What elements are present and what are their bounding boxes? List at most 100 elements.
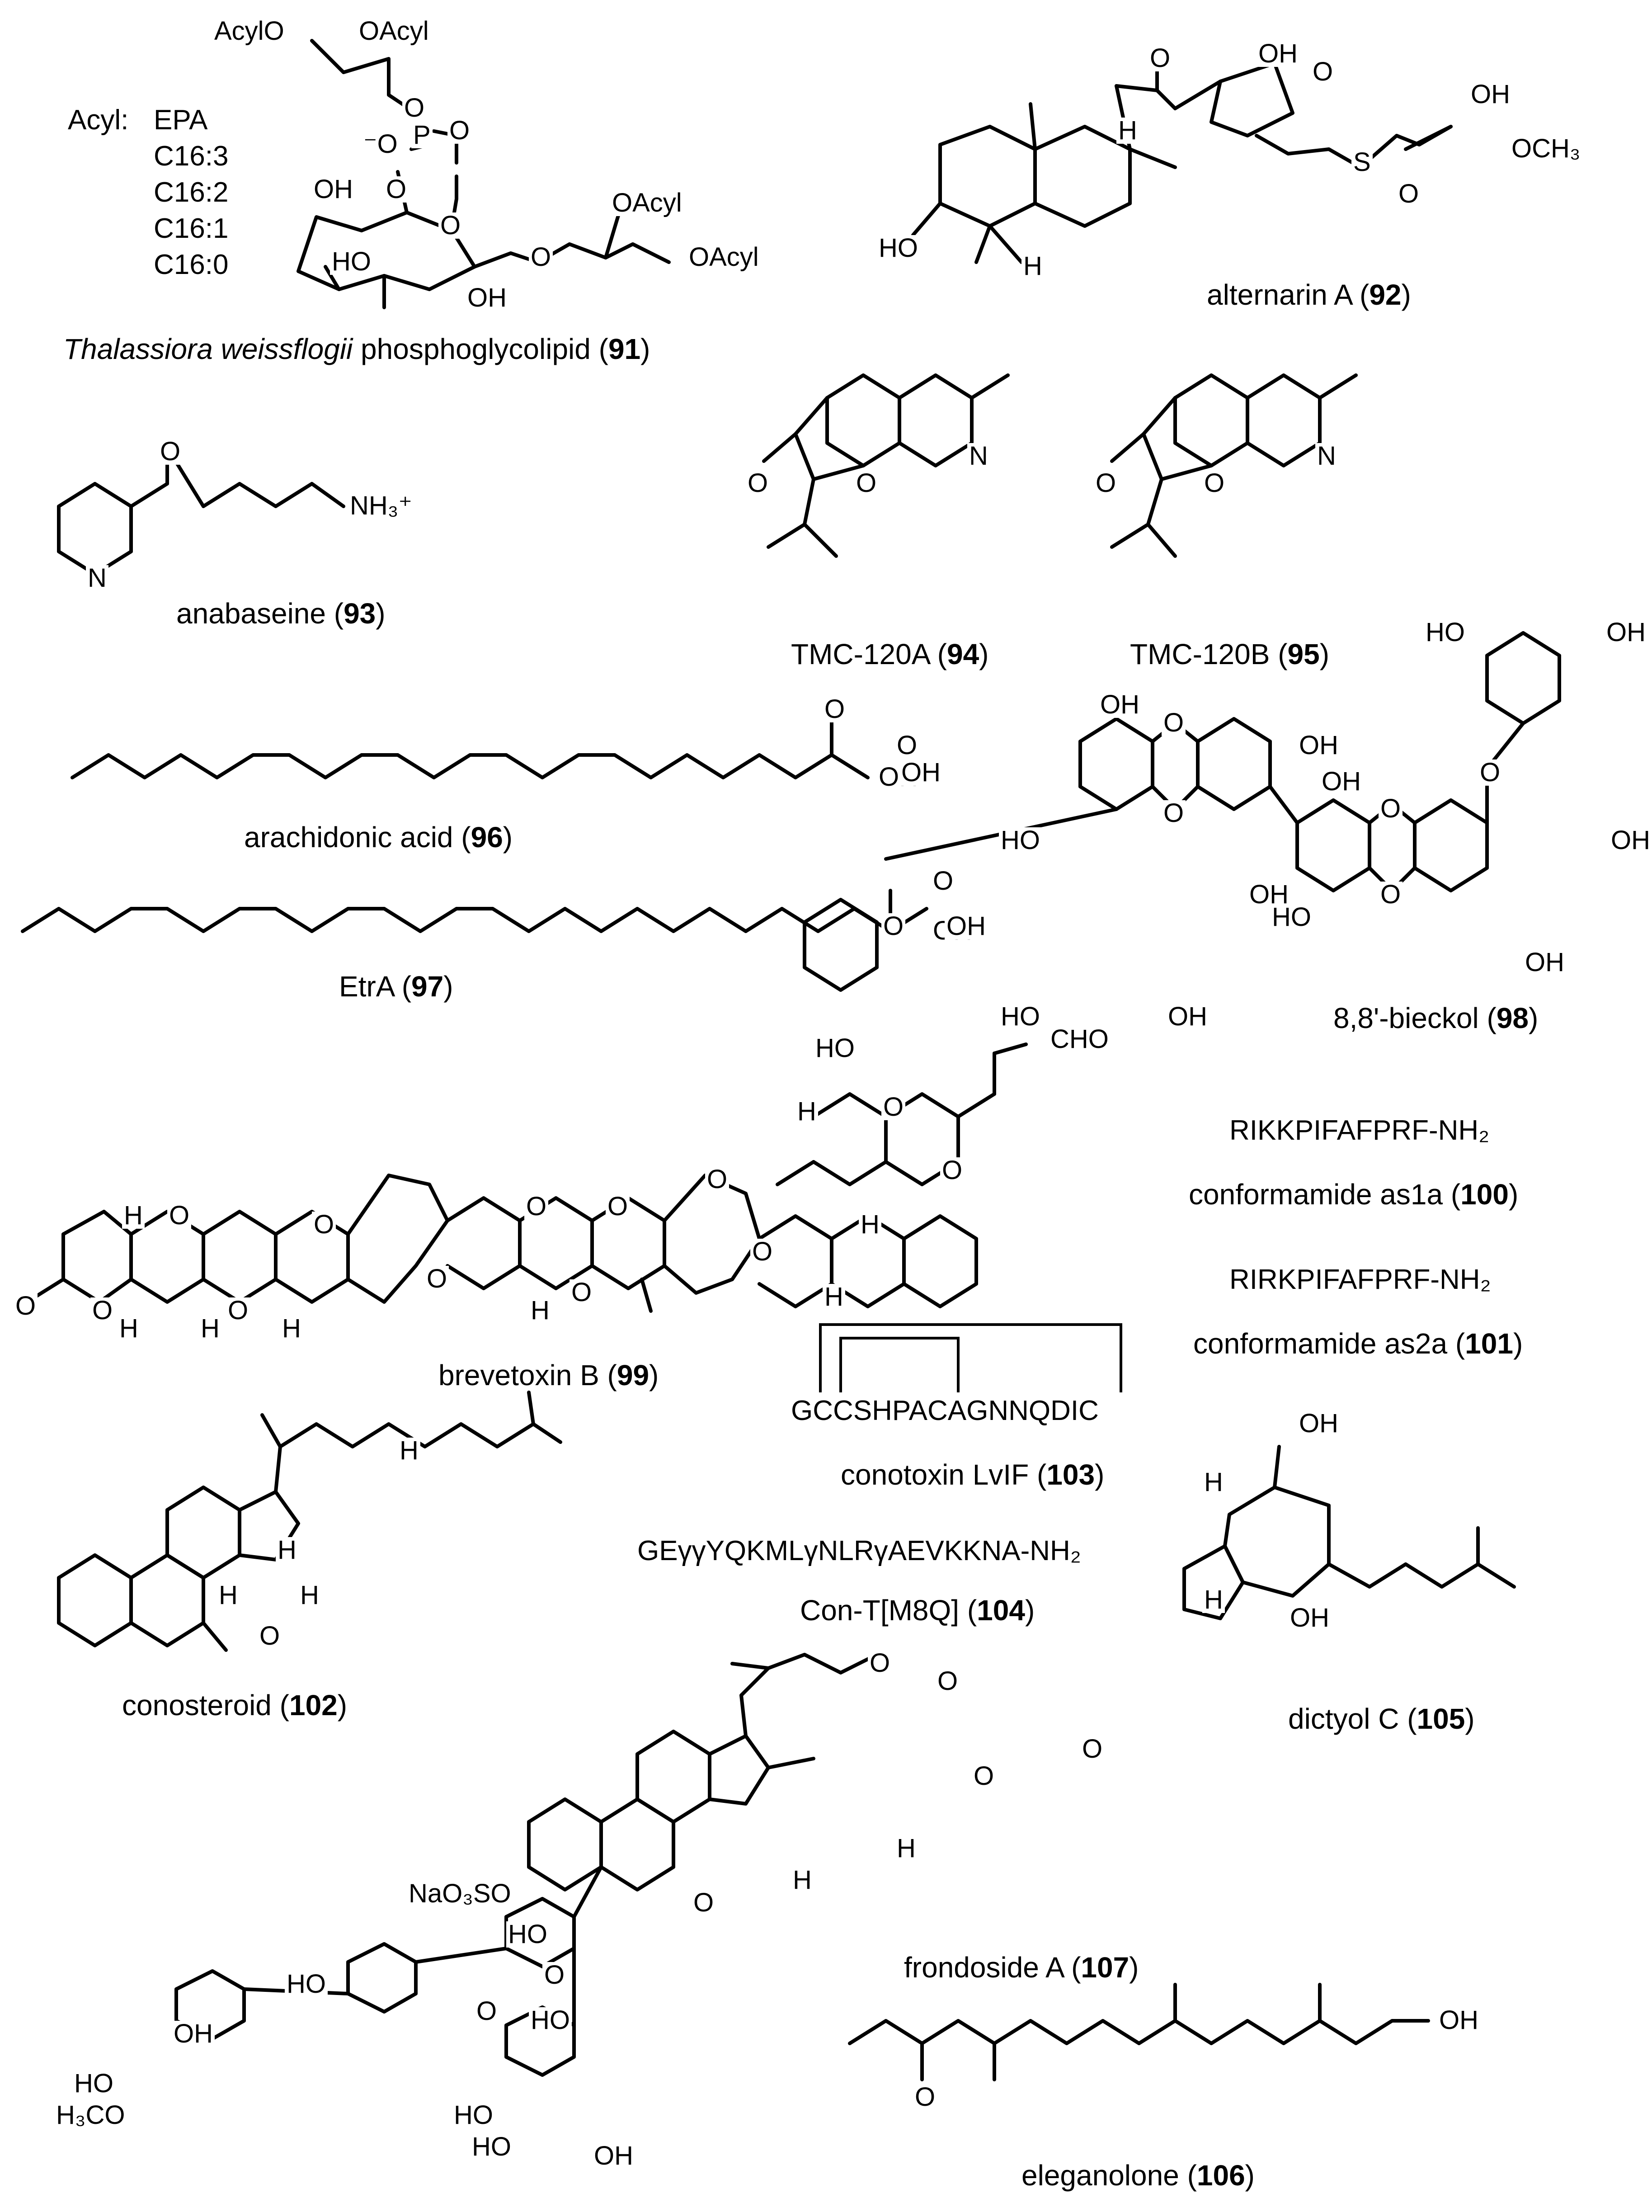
atom-h: H <box>1202 1469 1225 1495</box>
atom-o: O <box>1397 181 1421 207</box>
atom-oh: OH <box>1523 949 1566 976</box>
atom-ho: HO <box>999 827 1042 854</box>
atom-oacyl: OAcyl <box>610 190 684 216</box>
atom-o: O <box>750 1239 775 1265</box>
atom-o: O <box>569 1279 594 1306</box>
atom-o: O <box>14 1293 38 1319</box>
caption-101: conformamide as2a (101) <box>1193 1327 1523 1360</box>
atom-h: H <box>398 1438 420 1464</box>
atom-o: O <box>823 696 847 722</box>
atom-oh: OH <box>1469 81 1512 108</box>
atom-h: H <box>276 1537 298 1563</box>
disulfide-bridges <box>819 1323 1122 1392</box>
atom-h: H <box>529 1297 551 1324</box>
sequence-103: GCCSHPACAGNNQDIC <box>791 1395 1099 1426</box>
atom-o: O <box>705 1166 730 1193</box>
caption-99: brevetoxin B (99) <box>438 1359 659 1391</box>
atom-oh: OH <box>899 759 942 786</box>
caption-91: Thalassiora weissflogii phosphoglycolipi… <box>63 333 650 365</box>
caption-100: conformamide as1a (100) <box>1189 1178 1519 1211</box>
atom-oh: OH <box>1257 41 1299 67</box>
caption-96: arachidonic acid (96) <box>244 821 513 854</box>
atom-oh: OH <box>1297 732 1340 759</box>
structure-99 <box>25 1042 1028 1313</box>
atom-o: O <box>868 1650 892 1676</box>
acyl-legend-item: EPA <box>154 104 208 136</box>
atom-h: H <box>199 1316 221 1342</box>
caption-102: conosteroid (102) <box>122 1689 348 1721</box>
structure-105 <box>1182 1445 1516 1620</box>
atom-o: O <box>167 1203 192 1229</box>
atom-oacyl: OAcyl <box>687 244 761 270</box>
atom-ho: HO <box>452 2102 495 2128</box>
caption-93: anabaseine (93) <box>176 597 386 630</box>
atom-o: O <box>312 1212 336 1238</box>
atom-ho: HO <box>506 1921 549 1948</box>
atom-oh: OH <box>1320 769 1363 795</box>
atom-o: O <box>1311 59 1335 85</box>
atom-oh: OH <box>1437 2007 1480 2033</box>
atom-oh: OH <box>1297 1410 1340 1437</box>
atom-oh: OH <box>1166 1004 1209 1030</box>
atom-ho: HO <box>1270 904 1313 930</box>
structure-93 <box>57 446 345 576</box>
atom-n: N <box>967 443 990 469</box>
atom-o: O <box>881 913 906 939</box>
atom-o: O <box>931 868 955 894</box>
atom-h: H <box>298 1582 321 1608</box>
atom-oh: OH <box>945 913 988 939</box>
caption-92: alternarin A (92) <box>1207 278 1411 311</box>
atom-s: S <box>1351 149 1373 175</box>
atom-h: H <box>217 1582 240 1608</box>
caption-98: 8,8'-bieckol (98) <box>1333 1002 1539 1034</box>
atom-o: O <box>438 212 463 239</box>
atom-cho: CHO <box>1049 1026 1111 1052</box>
atom-oh: OH <box>1247 882 1290 908</box>
atom-h: H <box>795 1099 818 1125</box>
atom-oh: OH <box>1605 619 1647 646</box>
atom-o: O <box>475 1998 499 2024</box>
atom-h: H <box>118 1316 140 1342</box>
atom-oacyl: OAcyl <box>357 18 431 44</box>
structure-102 <box>57 1391 562 1652</box>
atom-h: H <box>1202 1587 1225 1613</box>
atom-ho: HO <box>1424 619 1467 646</box>
atom-o: O <box>1148 45 1172 71</box>
atom-nh3: NH₃⁺ <box>348 493 414 519</box>
atom-o: O <box>1080 1736 1105 1762</box>
atom-ho: HO <box>814 1035 857 1061</box>
atom-oh: OH <box>466 285 508 311</box>
acyl-legend-heading: Acyl: <box>68 104 129 136</box>
atom-h3co: H₃CO <box>54 2102 127 2128</box>
atom-oh: OH <box>1098 692 1141 718</box>
atom-o: O <box>402 95 427 121</box>
atom-o: O <box>529 244 553 270</box>
atom-o: O <box>692 1890 716 1916</box>
sequence-101: RIRKPIFAFPRF-NH₂ <box>1229 1264 1491 1295</box>
atom-oh: OH <box>172 2021 215 2047</box>
atom-oh: OH <box>312 176 355 203</box>
atom-n: N <box>1315 443 1338 469</box>
sequence-100: RIKKPIFAFPRF-NH₂ <box>1229 1115 1490 1146</box>
caption-94: TMC-120A (94) <box>791 638 989 670</box>
caption-104: Con-T[M8Q] (104) <box>800 1594 1035 1627</box>
atom-acylo: AcylO <box>212 18 286 44</box>
atom-ho: HO <box>330 249 373 275</box>
atom-h: H <box>1116 118 1139 144</box>
atom-ho: HO <box>285 1971 328 1997</box>
structure-96 <box>71 717 870 779</box>
structure-106 <box>848 1983 1430 2081</box>
atom-h: H <box>122 1203 145 1229</box>
atom-o: O <box>1094 470 1118 496</box>
atom-o: O <box>158 439 183 465</box>
atom-o: O <box>542 1962 567 1988</box>
atom-o: O <box>384 176 409 203</box>
atom-o-minus: ⁻O <box>362 131 400 157</box>
caption-95: TMC-120B (95) <box>1130 638 1329 670</box>
atom-o: O <box>226 1297 250 1324</box>
atom-ho: HO <box>529 2007 572 2033</box>
atom-o: O <box>940 1157 965 1184</box>
atom-h: H <box>859 1212 881 1238</box>
